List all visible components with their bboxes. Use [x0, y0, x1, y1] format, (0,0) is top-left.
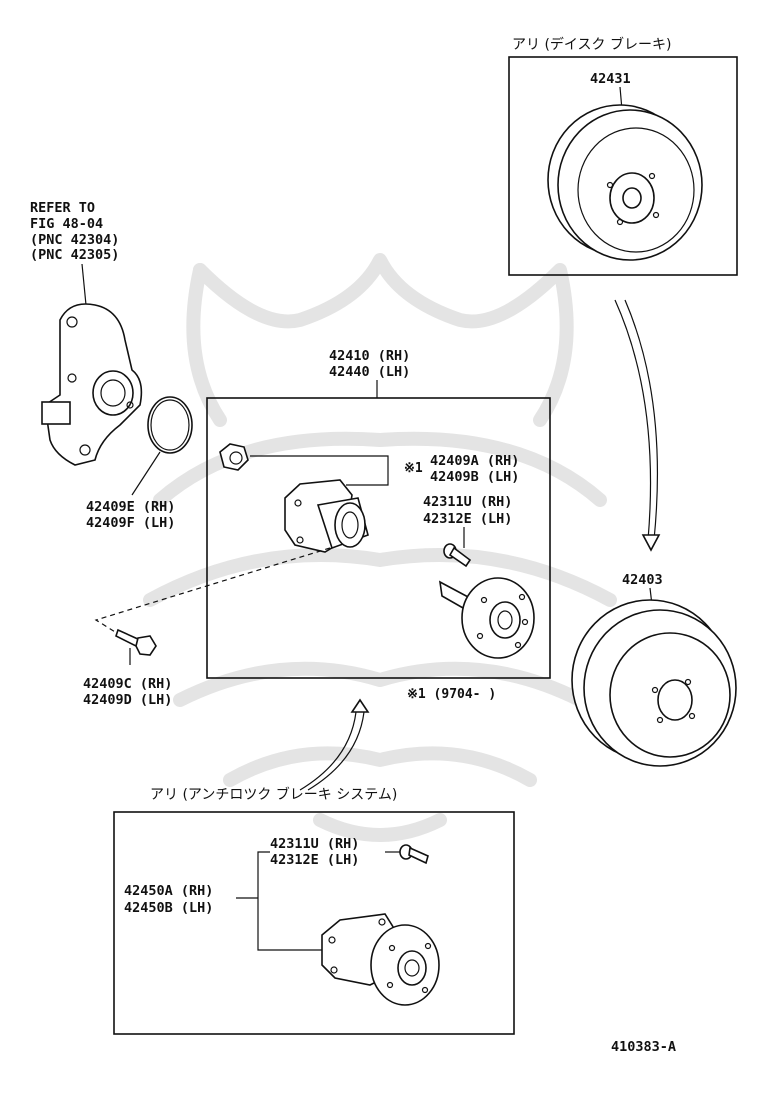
lock-nut-drawing: [219, 443, 249, 471]
abs-hub-bolt-drawing: [399, 844, 429, 865]
brake-disc-drawing: [547, 104, 703, 261]
refer-line-3: (PNC 42304): [30, 232, 119, 248]
label-42409b: 42409B (LH): [430, 469, 519, 485]
label-42450b: 42450B (LH): [124, 900, 213, 916]
hub-assy-box: [206, 397, 551, 679]
refer-line-4: (PNC 42305): [30, 247, 119, 263]
label-42410: 42410 (RH): [329, 348, 410, 364]
abs-hub-assy-drawing: [321, 913, 440, 1006]
brake-drum-drawing: [571, 599, 737, 767]
bolt-drawing: [115, 628, 157, 656]
disc-box: [508, 56, 738, 276]
label-42409d: 42409D (LH): [83, 692, 172, 708]
label-42409a: 42409A (RH): [430, 453, 519, 469]
date-note: ※1 (9704- ): [407, 687, 496, 702]
label-42450a: 42450A (RH): [124, 883, 213, 899]
label-42440: 42440 (LH): [329, 364, 410, 380]
label-abs-42311u: 42311U (RH): [270, 836, 359, 852]
arrow-disc-to-drum: [614, 299, 652, 541]
arrow-abs-to-hub: [299, 711, 357, 791]
label-42409c: 42409C (RH): [83, 676, 172, 692]
axle-hub-drawing: [438, 577, 535, 659]
dashed-leader: [94, 547, 331, 641]
abs-box: [113, 811, 515, 1035]
figure-code: 410383-A: [611, 1039, 676, 1055]
bottom-box-title: アリ (アンチロツク ブレーキ システム): [150, 786, 397, 803]
label-42403: 42403: [622, 572, 663, 588]
label-42431: 42431: [590, 71, 631, 87]
bearing-housing-drawing: [284, 479, 369, 553]
o-ring-drawing: [147, 396, 193, 454]
top-box-title: アリ (デイスク ブレーキ): [512, 36, 671, 53]
label-42409f: 42409F (LH): [86, 515, 175, 531]
label-abs-42312e: 42312E (LH): [270, 852, 359, 868]
label-42409e: 42409E (RH): [86, 499, 175, 515]
nut-marker: ※1: [404, 461, 423, 476]
refer-line-1: REFER TO: [30, 200, 95, 216]
label-42311u: 42311U (RH): [423, 494, 512, 510]
label-42312e: 42312E (LH): [423, 511, 512, 527]
watermark-logo: [143, 253, 617, 842]
refer-line-2: FIG 48-04: [30, 216, 103, 232]
steering-knuckle-drawing: [41, 303, 143, 466]
hub-bolt-drawing: [443, 543, 472, 568]
